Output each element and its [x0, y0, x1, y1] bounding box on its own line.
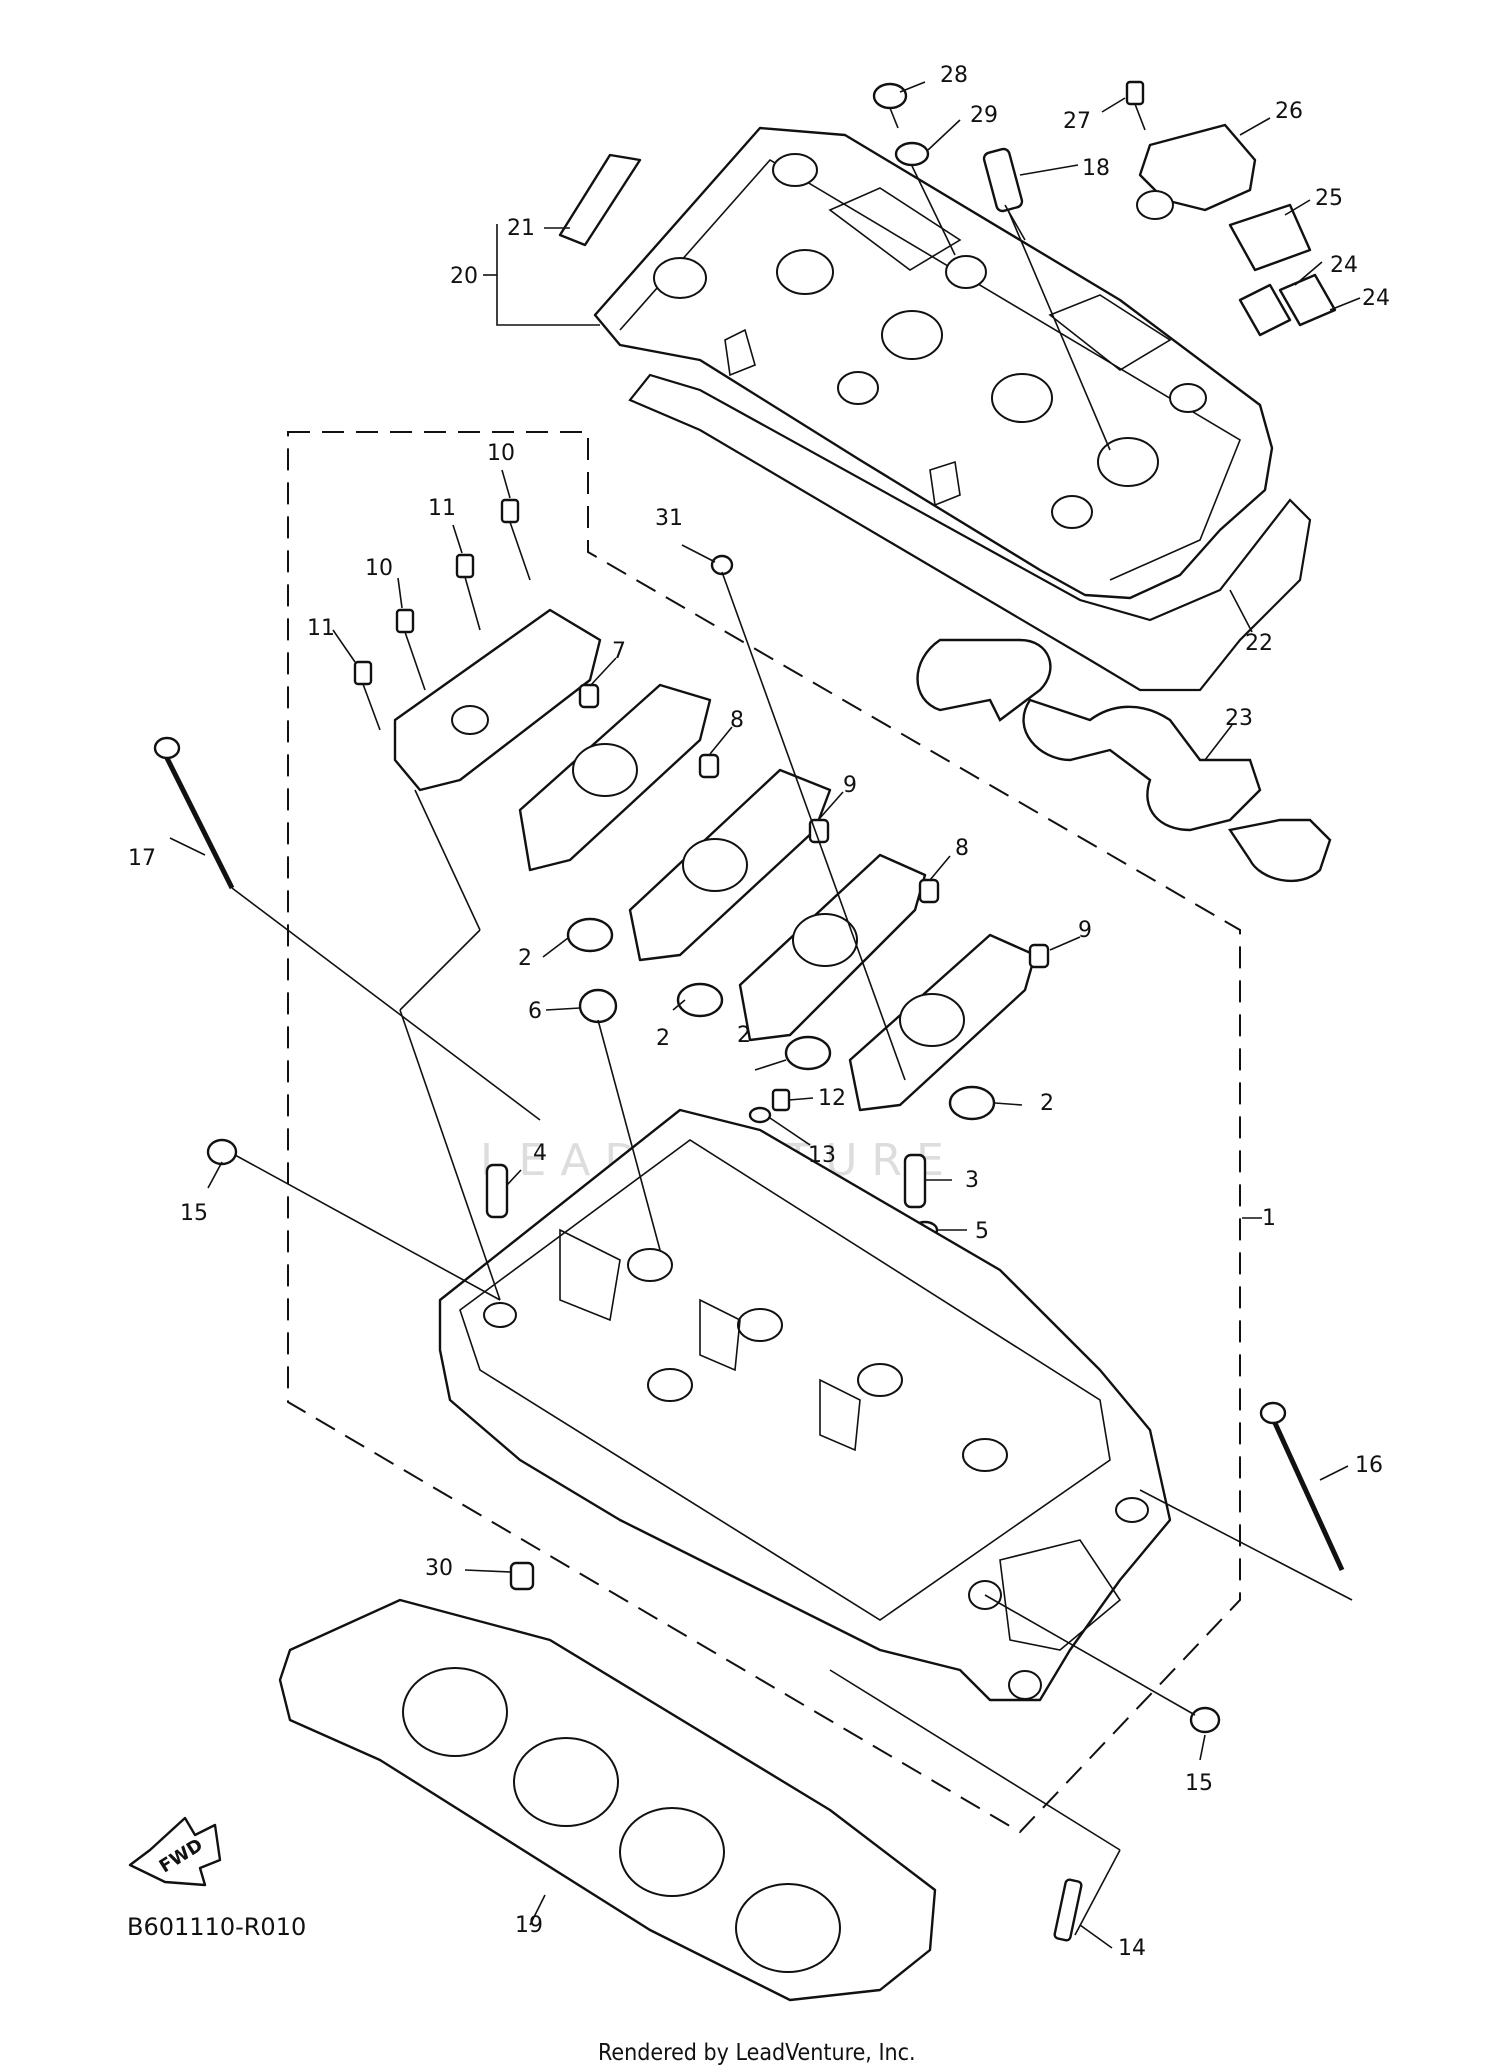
camshaft-cap-left: [393, 608, 602, 792]
plug-15-left: [206, 1138, 238, 1166]
cylinder-head-cover: [593, 126, 1274, 600]
cylinder-head-gasket: [278, 1598, 937, 2002]
dowel-30: [509, 1561, 535, 1591]
stud-14: [1053, 1878, 1083, 1942]
callout-24b: 24: [1362, 286, 1390, 311]
cylinder-head: [438, 1108, 1172, 1702]
callout-23: 23: [1225, 706, 1253, 731]
cylinder-head-bolt-16: [1259, 1401, 1345, 1572]
callout-27: 27: [1063, 109, 1091, 134]
callout-14: 14: [1118, 1936, 1146, 1961]
callout-11a: 11: [428, 496, 456, 521]
callout-28: 28: [940, 63, 968, 88]
callout-31: 31: [655, 506, 683, 531]
cover-bolt: [872, 82, 908, 129]
cap-bolts: [353, 498, 531, 731]
callout-24a: 24: [1330, 253, 1358, 278]
callout-19: 19: [515, 1913, 543, 1938]
dowel-pins: [578, 683, 1050, 969]
diagram-code: B601110-R010: [127, 1913, 306, 1941]
union-bolt: [771, 1088, 791, 1112]
callout-29: 29: [970, 103, 998, 128]
callout-2b: 2: [656, 1026, 670, 1051]
callout-8b: 8: [955, 836, 969, 861]
callout-8a: 8: [730, 708, 744, 733]
cylinder-head-assembly-boundary: [287, 431, 1241, 1834]
callout-26: 26: [1275, 99, 1303, 124]
callout-13: 13: [808, 1143, 836, 1168]
callout-6: 6: [528, 999, 542, 1024]
coil-plate: [1228, 203, 1312, 272]
callout-10a: 10: [487, 441, 515, 466]
callout-9b: 9: [1078, 918, 1092, 943]
callout-7: 7: [612, 639, 626, 664]
camshaft-cap-3: [738, 853, 927, 1042]
render-credit: Rendered by LeadVenture, Inc.: [598, 2040, 916, 2066]
coil-bolt: [1125, 80, 1146, 131]
callout-9a: 9: [843, 773, 857, 798]
camshaft-cap-1: [518, 683, 712, 872]
camshaft-cap-4: [848, 933, 1037, 1112]
callout-2c: 2: [737, 1023, 751, 1048]
coil-covers: [1238, 273, 1337, 337]
ignition-coil: [1136, 123, 1257, 220]
callout-5: 5: [975, 1219, 989, 1244]
cover-clip: [558, 153, 642, 247]
o-rings: [566, 917, 996, 1121]
callout-12: 12: [818, 1086, 846, 1111]
guide-pin-4: [485, 1163, 509, 1219]
callout-21: 21: [507, 216, 535, 241]
callout-2a: 2: [518, 946, 532, 971]
callout-4: 4: [533, 1141, 547, 1166]
callout-15b: 15: [1185, 1771, 1213, 1796]
fwd-arrow-icon: FWD: [128, 1816, 222, 1887]
head-cover-gasket: [628, 373, 1312, 692]
oil-gallery-plug: [578, 988, 618, 1024]
callout-15a: 15: [180, 1201, 208, 1226]
callout-17: 17: [128, 846, 156, 871]
spark-plug-hole-gasket: [916, 638, 1332, 883]
callout-18: 18: [1082, 156, 1110, 181]
callout-3: 3: [965, 1168, 979, 1193]
callout-1: 1: [1262, 1206, 1276, 1231]
washer-31: [710, 554, 734, 576]
callout-2d: 2: [1040, 1091, 1054, 1116]
washer-13: [748, 1106, 772, 1124]
callout-20: 20: [450, 264, 478, 289]
guide-pin-3: [903, 1153, 927, 1209]
cover-washer: [894, 141, 930, 167]
callout-25: 25: [1315, 186, 1343, 211]
callout-22: 22: [1245, 631, 1273, 656]
callout-16: 16: [1355, 1453, 1383, 1478]
leader-lines: [169, 81, 1361, 1949]
plug-15-right: [1189, 1706, 1221, 1734]
callout-labels: 1 2 2 2 2 3 4 5 6 7 8 8 9 9 10 10 11 11 …: [128, 63, 1390, 1961]
callout-10b: 10: [365, 556, 393, 581]
callout-11b: 11: [307, 616, 335, 641]
callout-30: 30: [425, 1556, 453, 1581]
cylinder-head-bolt-17: [153, 736, 235, 890]
